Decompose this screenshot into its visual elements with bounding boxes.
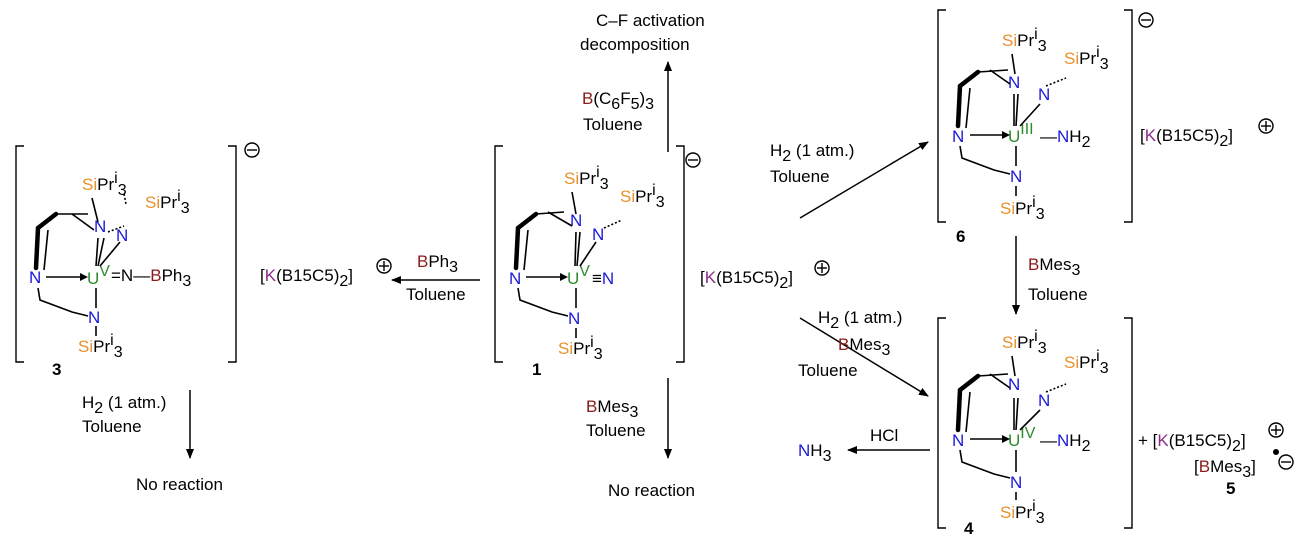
svg-text:—NH2: —NH2 [1040,431,1091,455]
svg-text:SiPri3: SiPri3 [145,188,190,217]
svg-text:BPh3: BPh3 [417,252,458,276]
svg-text:N: N [1010,473,1022,492]
label-3: 3 [52,360,61,379]
arrow-1-to-4 [799,317,929,397]
svg-text:UV: UV [567,263,590,288]
svg-text:N: N [509,269,521,288]
label-4: 4 [964,519,974,534]
svg-text:NH3: NH3 [798,441,832,465]
svg-text:SiPri3: SiPri3 [1000,194,1045,223]
svg-text:SiPri3: SiPri3 [1000,498,1045,527]
svg-text:SiPri3: SiPri3 [1064,348,1109,377]
svg-text:HCl: HCl [870,426,898,445]
svg-text:Toluene: Toluene [583,115,643,134]
counterion-6: [K(B15C5)2] [1140,126,1233,150]
svg-text:N: N [116,226,128,245]
svg-text:N: N [88,308,100,327]
svg-text:BMes3: BMes3 [586,397,638,421]
svg-text:Toluene: Toluene [586,421,646,440]
svg-text:SiPri3: SiPri3 [82,170,127,199]
svg-text:BMes3: BMes3 [1028,255,1080,279]
radical-anion-5: [BMes3] [1194,457,1256,481]
arrow-1-to-6 [799,141,929,219]
svg-text:SiPri3: SiPri3 [1002,26,1047,55]
counterion-3: [K(B15C5)2] [260,266,353,290]
svg-text:SiPri3: SiPri3 [1002,328,1047,357]
svg-text:—NH2: —NH2 [1040,127,1091,151]
svg-text:No reaction: No reaction [608,481,695,500]
svg-text:No reaction: No reaction [136,475,223,494]
svg-text:N: N [1008,73,1020,92]
svg-text:SiPri3: SiPri3 [78,332,123,361]
svg-text:N: N [1008,375,1020,394]
svg-text:Toluene: Toluene [1028,285,1088,304]
compound-1: SiPri3 SiPri3 N N N UV ≡N N SiPri3 1 [494,145,701,379]
svg-text:N: N [952,127,964,146]
svg-text:B(C6F5)3: B(C6F5)3 [582,89,654,113]
svg-text:N: N [1010,167,1022,186]
counterion-1: [K(B15C5)2] [700,268,793,292]
svg-text:UIII: UIII [1008,121,1034,146]
svg-text:UIV: UIV [1008,425,1036,450]
svg-text:N: N [1038,391,1050,410]
svg-text:UV: UV [87,263,110,288]
svg-text:Toluene: Toluene [82,417,142,436]
svg-text:N: N [1038,85,1050,104]
label-1: 1 [532,360,541,379]
svg-text:≡N: ≡N [592,269,614,288]
svg-text:H2 (1 atm.): H2 (1 atm.) [818,308,902,332]
svg-text:Toluene: Toluene [770,167,830,186]
counterion-4: + [K(B15C5)2] [1138,431,1246,455]
svg-text:N: N [94,217,106,236]
svg-text:BMes3: BMes3 [838,335,890,359]
svg-text:N: N [952,431,964,450]
svg-text:SiPri3: SiPri3 [558,334,603,363]
compound-3: SiPri3 SiPri3 N N N UV =N—BPh3 N SiPri3 … [15,142,260,379]
svg-text:Toluene: Toluene [406,285,466,304]
compound-4: SiPri3 SiPri3 N N N UIV —NH2 N SiPri3 4 [937,317,1133,534]
svg-text:N: N [570,211,582,230]
svg-text:C–F activation: C–F activation [596,11,705,30]
compound-6: SiPri3 SiPri3 N N N UIII —NH2 N SiPri3 6 [937,9,1154,246]
svg-text:=N—BPh3: =N—BPh3 [111,266,191,290]
svg-text:N: N [592,225,604,244]
svg-text:SiPri3: SiPri3 [620,182,665,211]
svg-text:decomposition: decomposition [580,35,690,54]
svg-text:N: N [568,309,580,328]
label-5: 5 [1226,479,1235,498]
label-6: 6 [956,227,965,246]
svg-text:Toluene: Toluene [798,361,858,380]
svg-text:SiPri3: SiPri3 [564,164,609,193]
svg-text:H2 (1 atm.): H2 (1 atm.) [770,141,854,165]
svg-text:SiPri3: SiPri3 [1064,44,1109,73]
svg-text:N: N [29,268,41,287]
svg-text:H2 (1 atm.): H2 (1 atm.) [82,393,166,417]
